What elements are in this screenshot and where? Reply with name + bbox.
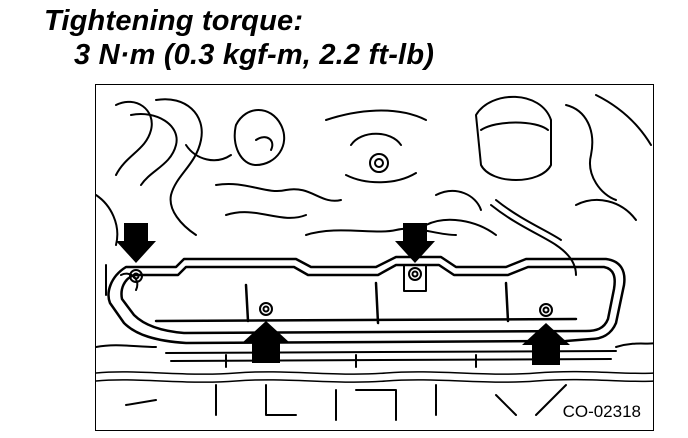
figure-code: CO-02318 [560,402,643,422]
torque-value: 3 N·m (0.3 kgf-m, 2.2 ft-lb) [74,39,435,71]
diagram-frame: CO-02318 [95,84,654,431]
engine-cover-plate [107,255,626,345]
arrow-up-icon [242,321,290,363]
background-engine-parts [96,94,652,296]
bolt-icon [539,303,553,317]
bolt-icon [259,302,273,316]
bolt-icon [403,264,427,292]
bolt-icon [129,269,143,283]
arrow-down-icon [395,223,435,263]
torque-label: Tightening torque: [44,5,304,37]
arrow-down-icon [116,223,156,263]
torque-heading: Tightening torque: 3 N·m (0.3 kgf-m, 2.2… [44,4,434,72]
arrow-up-icon [522,323,570,365]
engine-cover-illustration [96,94,653,421]
